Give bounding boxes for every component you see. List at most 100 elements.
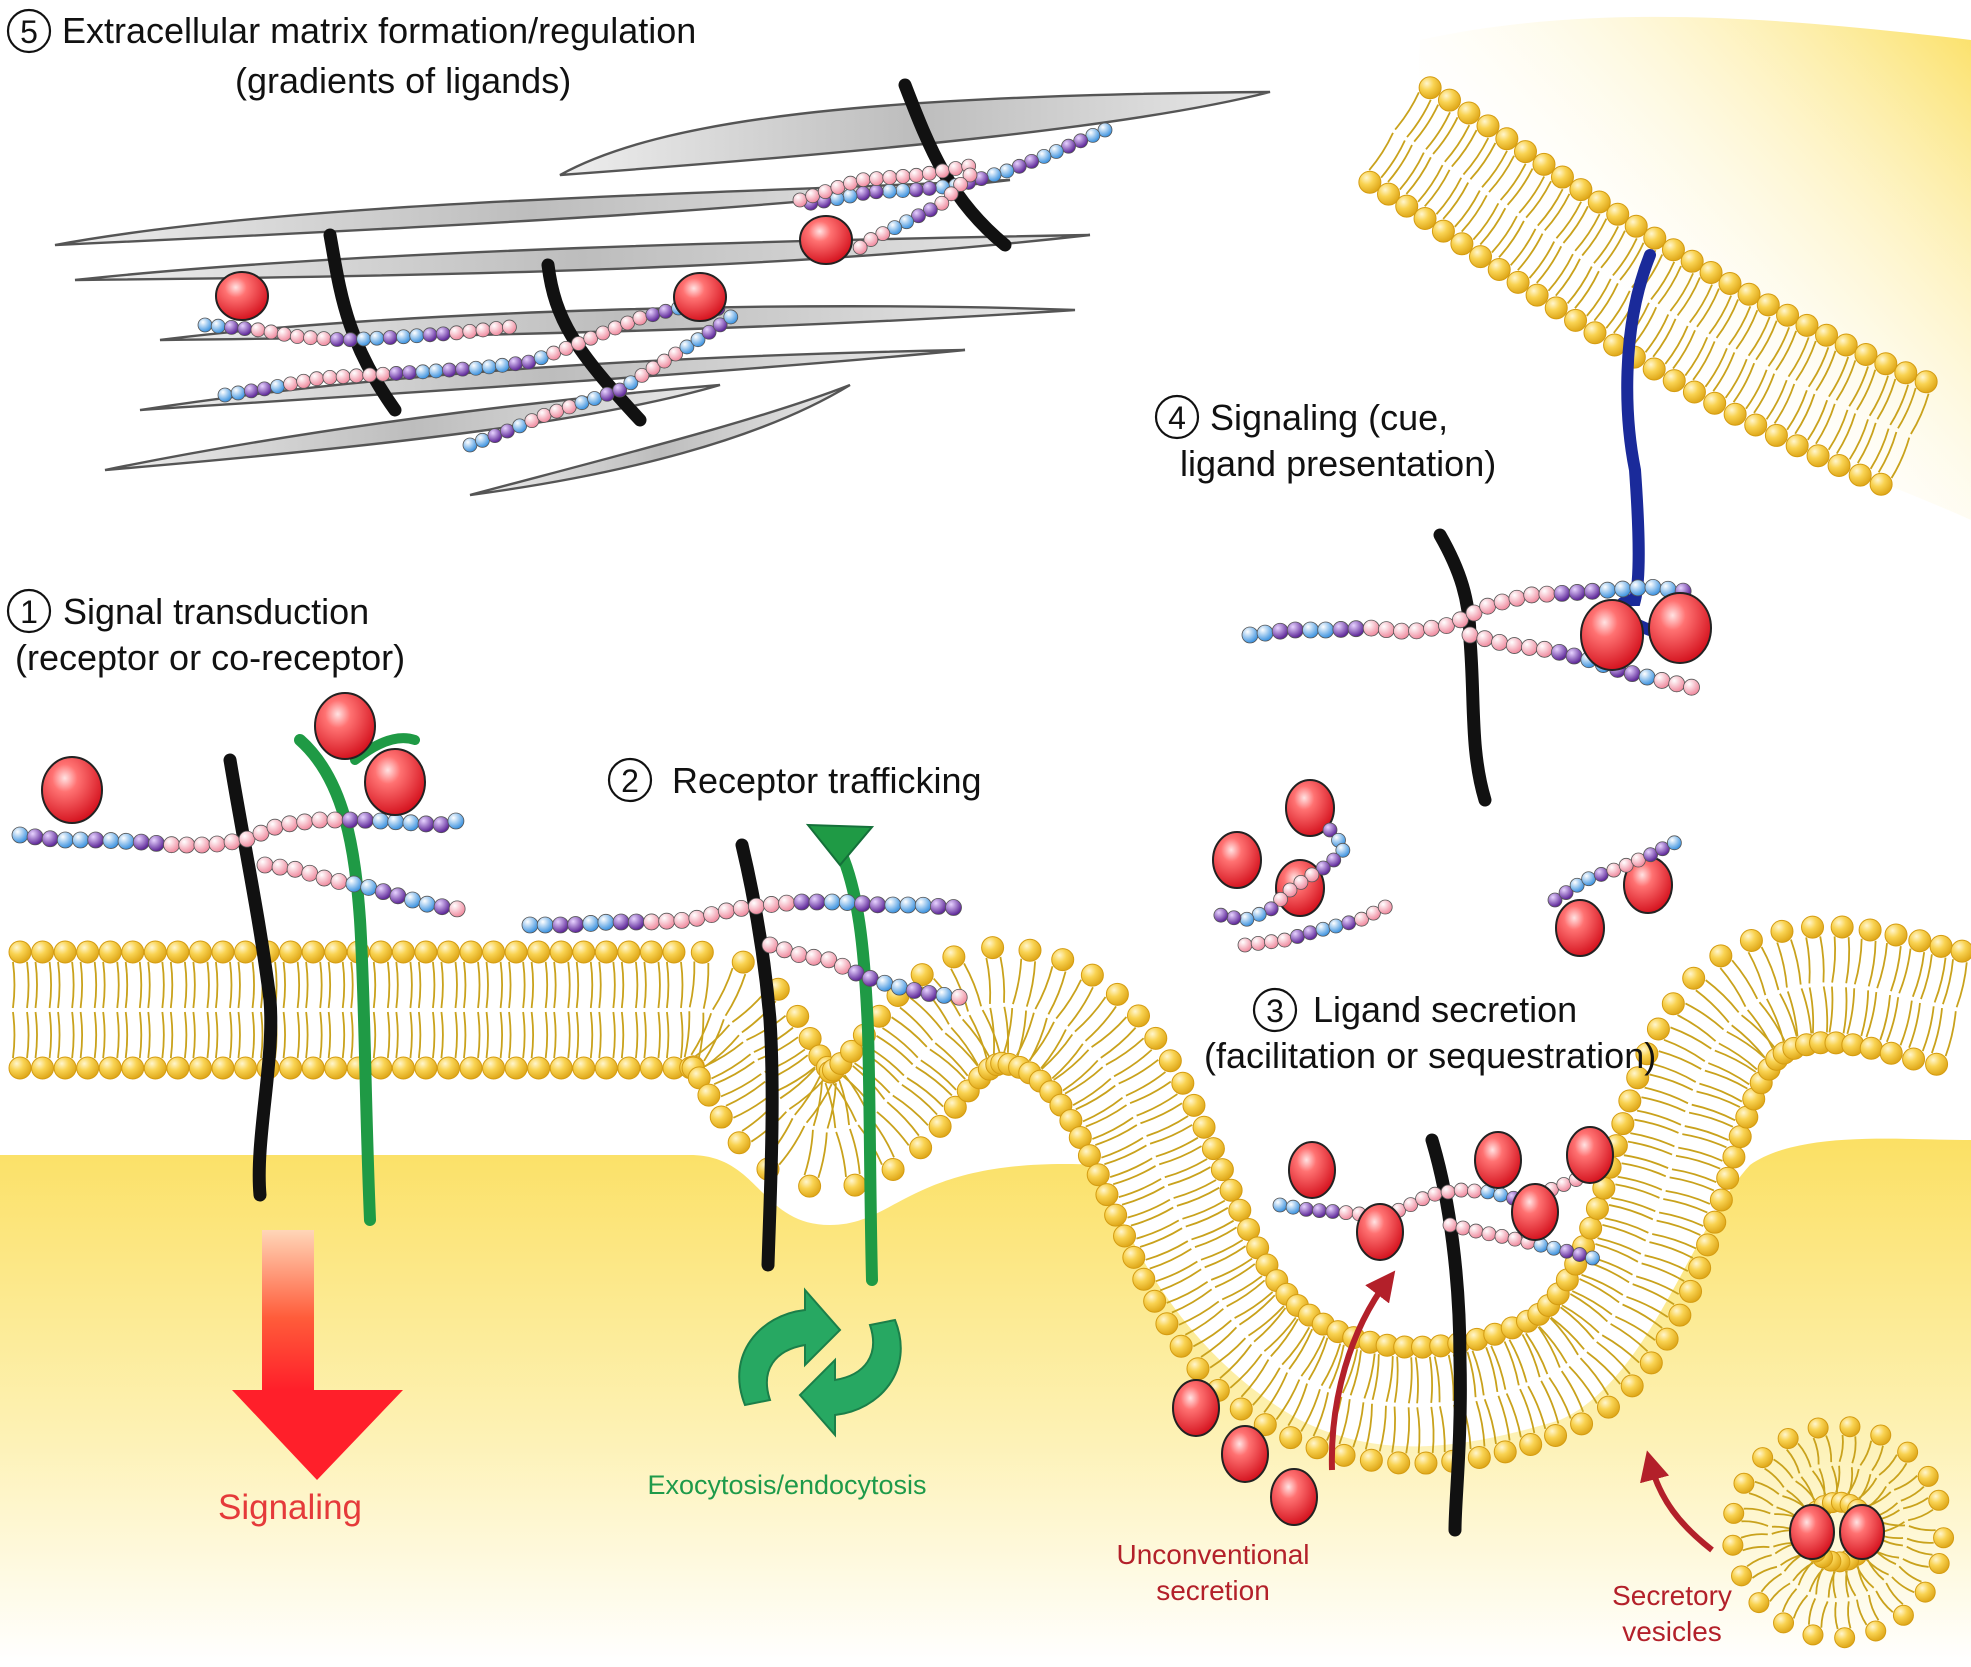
presented-ligand bbox=[1648, 592, 1712, 664]
sugar-bead bbox=[271, 858, 289, 876]
sugar-bead bbox=[712, 317, 728, 333]
sugar-bead bbox=[435, 326, 451, 342]
ecm-fiber bbox=[74, 233, 1091, 282]
sugar-bead bbox=[1011, 158, 1027, 174]
sugar-bead bbox=[296, 373, 311, 389]
sugar-bead bbox=[1347, 620, 1365, 638]
sugar-bead bbox=[441, 362, 457, 378]
sugar-bead bbox=[276, 326, 292, 342]
transduction-ligand bbox=[364, 748, 426, 816]
number-4: 4 bbox=[1168, 400, 1186, 436]
sugar-bead bbox=[374, 883, 392, 901]
sugar-bead bbox=[455, 361, 470, 377]
sugar-bead bbox=[1547, 892, 1563, 908]
unconventional-ligand bbox=[1270, 1468, 1318, 1526]
sugar-bead bbox=[263, 324, 279, 340]
vesicle-ligand bbox=[1839, 1504, 1885, 1560]
sugar-bead bbox=[1614, 580, 1632, 598]
sugar-bead bbox=[679, 339, 695, 355]
sugar-bead bbox=[1618, 857, 1634, 873]
sugar-bead bbox=[546, 345, 562, 361]
sugar-bead bbox=[521, 916, 539, 934]
sugar-bead bbox=[717, 902, 735, 920]
sugar-bead bbox=[852, 239, 868, 255]
sugar-bead bbox=[1365, 905, 1381, 921]
sugar-bead bbox=[1423, 619, 1440, 637]
sugar-bead bbox=[1213, 907, 1229, 923]
secreted-ligand bbox=[1288, 1141, 1336, 1199]
ecm-title-line1: Extracellular matrix formation/regulatio… bbox=[62, 10, 696, 51]
sugar-bead bbox=[908, 167, 924, 183]
sugar-bead bbox=[326, 811, 344, 829]
sugar-bead bbox=[1452, 611, 1469, 629]
sugar-bead bbox=[620, 315, 635, 331]
sugar-bead bbox=[417, 815, 435, 833]
sugar-bead bbox=[56, 831, 74, 849]
sugar-bead bbox=[627, 913, 645, 931]
sugar-bead bbox=[356, 811, 374, 829]
sugar-bead bbox=[163, 836, 180, 854]
sugar-bead bbox=[1312, 1203, 1327, 1219]
sugar-bead bbox=[908, 182, 924, 198]
sugar-bead bbox=[481, 359, 497, 375]
sugar-bead bbox=[488, 321, 504, 336]
trafficking-gag-chain bbox=[761, 936, 968, 1006]
sugar-bead bbox=[1683, 678, 1700, 696]
sugar-bead bbox=[899, 214, 914, 230]
sugar-bead bbox=[237, 321, 253, 337]
sugar-bead bbox=[117, 832, 135, 850]
sugar-bead bbox=[884, 896, 902, 914]
sugar-bead bbox=[1293, 874, 1309, 890]
sugar-bead bbox=[257, 381, 272, 397]
signaling-arrow-head bbox=[232, 1390, 403, 1480]
sugar-bead bbox=[494, 357, 510, 373]
sugar-bead bbox=[778, 894, 795, 912]
sugar-bead bbox=[920, 985, 938, 1002]
sugar-bead bbox=[1599, 581, 1616, 599]
sugar-bead bbox=[1251, 906, 1267, 922]
number-5: 5 bbox=[20, 14, 38, 50]
sugar-bead bbox=[329, 332, 345, 347]
sugar-bead bbox=[1302, 925, 1318, 941]
sugar-bead bbox=[776, 941, 793, 959]
sugar-bead bbox=[382, 330, 398, 345]
sugar-bead bbox=[658, 303, 674, 319]
unconventional-caption-line2: secretion bbox=[1156, 1575, 1270, 1606]
sugar-bead bbox=[1302, 621, 1319, 639]
sugar-bead bbox=[536, 916, 554, 934]
ecm-fiber bbox=[559, 90, 1271, 177]
sugar-bead bbox=[1322, 822, 1338, 838]
transduction-gag-chain bbox=[11, 811, 465, 854]
transduction-ligand bbox=[41, 756, 103, 824]
sugar-bead bbox=[1403, 1197, 1419, 1213]
sugar-bead bbox=[230, 385, 246, 401]
sugar-bead bbox=[763, 896, 780, 913]
sugar-bead bbox=[1440, 1184, 1456, 1200]
sugar-bead bbox=[372, 812, 389, 830]
sugar-bead bbox=[1239, 911, 1255, 927]
sugar-bead bbox=[1536, 640, 1553, 658]
sugar-bead bbox=[817, 184, 833, 199]
free-gag-chain bbox=[1237, 899, 1393, 953]
sugar-bead bbox=[432, 816, 450, 834]
section-5-label: 5 Extracellular matrix formation/regulat… bbox=[6, 8, 696, 101]
unconventional-caption-line1: Unconventional bbox=[1116, 1539, 1309, 1570]
sugar-bead bbox=[1550, 643, 1568, 661]
sugar-bead bbox=[447, 812, 465, 830]
sugar-bead bbox=[843, 175, 858, 191]
sugar-bead bbox=[521, 354, 537, 370]
ecm-gag-chain bbox=[792, 158, 977, 208]
sugar-bead bbox=[345, 875, 363, 893]
sugar-bead bbox=[502, 319, 517, 335]
sugar-bead bbox=[1493, 593, 1511, 611]
sugar-bead bbox=[1442, 1217, 1458, 1233]
sugar-bead bbox=[855, 185, 871, 201]
sugar-bead bbox=[223, 833, 241, 851]
sugar-bead bbox=[1325, 1204, 1341, 1219]
sugar-bead bbox=[1606, 862, 1622, 878]
sugar-bead bbox=[732, 899, 750, 917]
sugar-bead bbox=[1468, 1223, 1484, 1239]
sugar-bead bbox=[842, 188, 858, 204]
upper-cell-membrane-heads bbox=[1358, 76, 1938, 496]
sugar-bead bbox=[1335, 842, 1351, 858]
